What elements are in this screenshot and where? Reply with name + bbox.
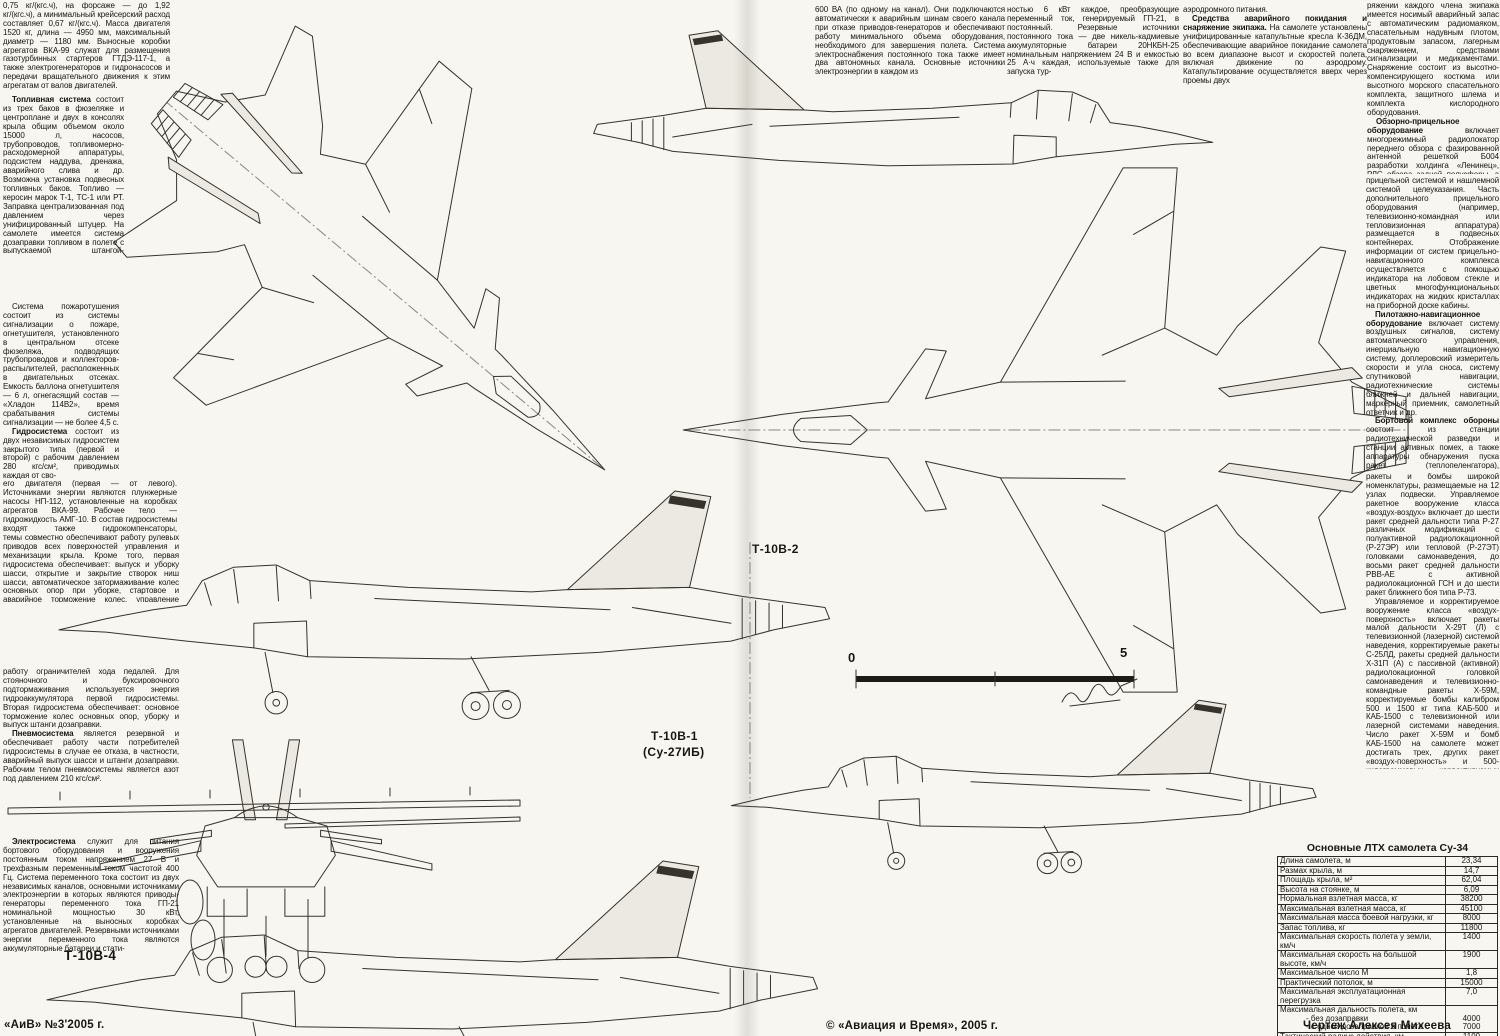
spec-table-block: Основные ЛТХ самолета Су-34 Длина самоле…	[1277, 842, 1498, 1036]
footer-issue: «АиВ» №3'2005 г.	[4, 1019, 105, 1031]
body-text-hydraulic-cont: его двигателя (первая — от левого). Исто…	[3, 480, 177, 533]
external-tanks-detail	[177, 880, 215, 960]
body-text-batteries: ностью 6 кВт каждое, преобразующие перем…	[1007, 6, 1179, 77]
scale-five: 5	[1120, 645, 1128, 660]
drawing-side-view-bottom-right	[730, 699, 1317, 875]
footer-copyright: © «Авиация и Время», 2005 г.	[826, 1020, 999, 1032]
drawing-bottom-view	[682, 167, 1409, 693]
body-text-electric: Электросистема служит для питания бортов…	[3, 838, 179, 952]
body-text-survival-kit: ряжении каждого члена экипажа имеется но…	[1367, 2, 1499, 174]
label-t10v1-sub: (Су-27ИБ)	[643, 745, 705, 759]
footer-credit: Чертеж Алексея Михеева	[1303, 1020, 1451, 1032]
label-t10v2: Т-10В-2	[752, 542, 799, 556]
body-text-hydraulic-functions: темы совместно обеспечивают работу рулев…	[3, 534, 179, 602]
body-text-engines: 0,75 кг/(кгс.ч), на форсаже — до 1,92 кг…	[3, 2, 170, 91]
body-text-pneumatic: работу ограничителей хода педалей. Для с…	[3, 668, 179, 783]
body-text-fuel-system: Топливная система состоит из трех баков …	[3, 96, 124, 254]
body-text-power-channels: 600 ВА (по одному на канал). Они подключ…	[815, 6, 1005, 77]
signature	[1062, 679, 1137, 706]
body-text-avionics: прицельной системой и нашлемной системой…	[1366, 177, 1499, 469]
table-title: Основные ЛТХ самолета Су-34	[1306, 842, 1469, 854]
wing-section-detail	[8, 787, 520, 828]
scale-bar	[856, 670, 1134, 688]
label-t10v4: Т-10В-4	[64, 948, 117, 963]
label-t10v1: Т-10В-1	[651, 729, 698, 743]
body-text-escape-system: аэродромного питания.Средства аварийного…	[1183, 6, 1367, 86]
scale-zero: 0	[848, 650, 856, 665]
body-text-fire-hydraulic: Система пожаротушения состоит из системы…	[3, 303, 119, 479]
body-text-weapons: ракеты и бомбы широкой номенклатуры, раз…	[1366, 473, 1499, 769]
